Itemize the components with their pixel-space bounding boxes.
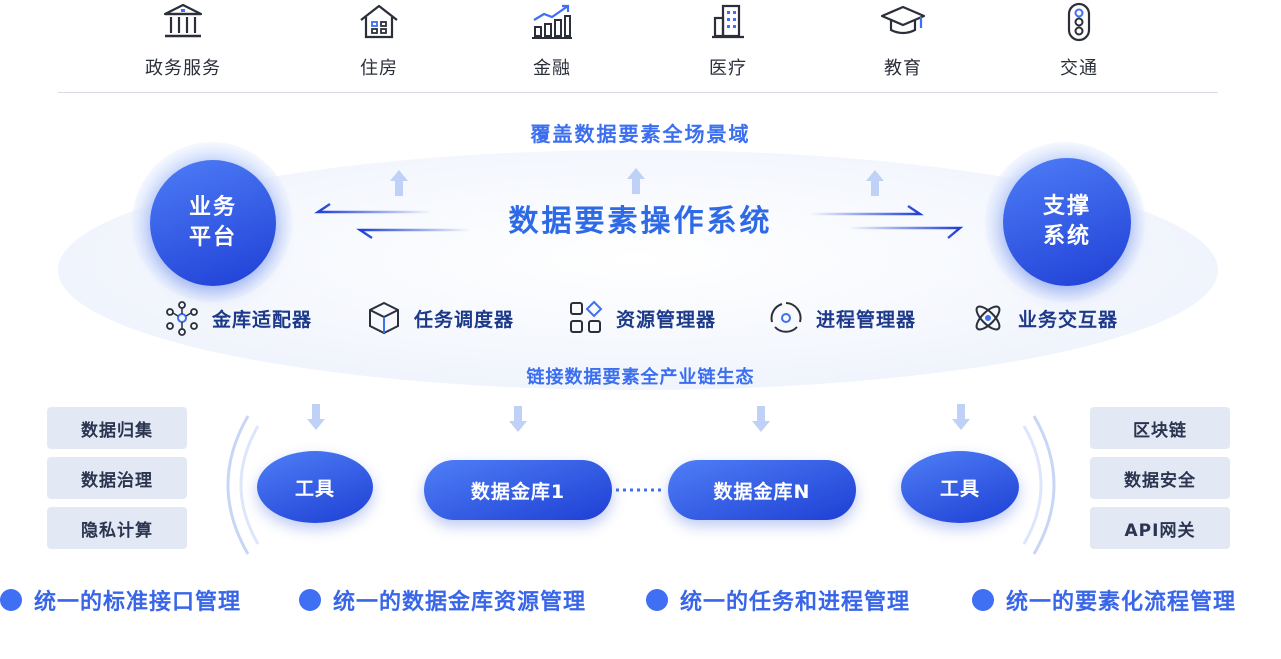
down-arrow-icon — [952, 404, 970, 430]
left-exchange-arrows-icon — [314, 203, 470, 239]
right-exchange-arrows-icon — [810, 205, 964, 239]
down-arrow-icon — [752, 406, 770, 432]
domain-transport: 交通 — [1019, 0, 1139, 80]
circle-label-line1: 支撑 — [1042, 194, 1091, 219]
module-resource-manager: 资源管理器 — [568, 298, 716, 338]
dotted-connector-icon — [616, 488, 664, 492]
tool-node-right: 工具 — [901, 451, 1019, 523]
bullet-text: 统一的数据金库资源管理 — [333, 590, 587, 615]
growth-chart-icon — [532, 4, 572, 39]
up-arrow-icon — [390, 170, 408, 196]
module-business-interactor: 业务交互器 — [970, 298, 1118, 338]
bullet-text: 统一的任务和进程管理 — [680, 590, 911, 615]
bullet-dot-icon — [972, 589, 994, 611]
data-vault-1-node: 数据金库1 — [424, 460, 612, 520]
link-title: 链接数据要素全产业链生态 — [526, 367, 755, 388]
up-arrow-icon — [627, 168, 645, 194]
domain-medical: 医疗 — [668, 0, 788, 80]
bullet-dot-icon — [646, 589, 668, 611]
module-task-scheduler: 任务调度器 — [366, 298, 514, 338]
support-system-circle: 支撑 系统 — [1003, 158, 1131, 286]
domain-label: 交通 — [1060, 58, 1098, 79]
capability-box: 区块链 — [1090, 407, 1230, 449]
house-icon — [360, 4, 398, 39]
domain-label: 教育 — [884, 58, 922, 79]
capability-box: 数据归集 — [47, 407, 187, 449]
domain-label: 政务服务 — [145, 58, 221, 79]
capability-box: 数据安全 — [1090, 457, 1230, 499]
left-bracket-arcs-icon — [226, 415, 260, 555]
domain-education: 教育 — [843, 0, 963, 80]
module-label: 金库适配器 — [212, 308, 313, 331]
tool-node-left: 工具 — [257, 451, 373, 523]
capability-box: 隐私计算 — [47, 507, 187, 549]
module-label: 业务交互器 — [1018, 308, 1119, 331]
cube-icon — [369, 301, 399, 335]
hospital-building-icon — [712, 4, 744, 39]
circle-label-line2: 系统 — [1042, 224, 1091, 249]
traffic-light-icon — [1067, 2, 1091, 42]
cover-title: 覆盖数据要素全场景域 — [530, 122, 751, 146]
feature-bullet: 统一的要素化流程管理 — [972, 586, 1237, 615]
data-vault-n-node: 数据金库N — [668, 460, 856, 520]
network-nodes-icon — [166, 301, 198, 336]
divider — [58, 92, 1218, 93]
cycle-process-icon — [770, 302, 802, 333]
business-platform-circle: 业务 平台 — [150, 160, 276, 286]
down-arrow-icon — [509, 406, 527, 432]
bullet-dot-icon — [0, 589, 22, 611]
system-title: 数据要素操作系统 — [508, 204, 773, 239]
domain-housing: 住房 — [319, 0, 439, 80]
module-process-manager: 进程管理器 — [768, 298, 916, 338]
module-label: 任务调度器 — [414, 308, 515, 331]
circle-label-line1: 业务 — [188, 195, 237, 220]
domain-label: 住房 — [360, 58, 398, 79]
down-arrow-icon — [307, 404, 325, 430]
domain-label: 医疗 — [709, 58, 747, 79]
module-vault-adapter: 金库适配器 — [164, 298, 312, 338]
up-arrow-icon — [866, 170, 884, 196]
bullet-dot-icon — [299, 589, 321, 611]
circle-label-line2: 平台 — [188, 225, 237, 250]
atom-icon — [975, 305, 1001, 331]
module-label: 资源管理器 — [616, 308, 717, 331]
domain-label: 金融 — [533, 58, 571, 79]
bullet-text: 统一的要素化流程管理 — [1006, 590, 1237, 615]
capability-box: 数据治理 — [47, 457, 187, 499]
domain-finance: 金融 — [492, 0, 612, 80]
feature-bullet: 统一的任务和进程管理 — [646, 586, 911, 615]
feature-bullet: 统一的数据金库资源管理 — [299, 586, 587, 615]
feature-bullet: 统一的标准接口管理 — [0, 586, 242, 615]
right-bracket-arcs-icon — [1022, 415, 1056, 555]
app-grid-icon — [570, 300, 603, 333]
domain-government: 政务服务 — [123, 0, 243, 80]
capability-box: API网关 — [1090, 507, 1230, 549]
government-building-icon — [163, 3, 203, 38]
module-label: 进程管理器 — [816, 308, 917, 331]
bullet-text: 统一的标准接口管理 — [34, 590, 242, 615]
graduation-cap-icon — [880, 5, 926, 35]
